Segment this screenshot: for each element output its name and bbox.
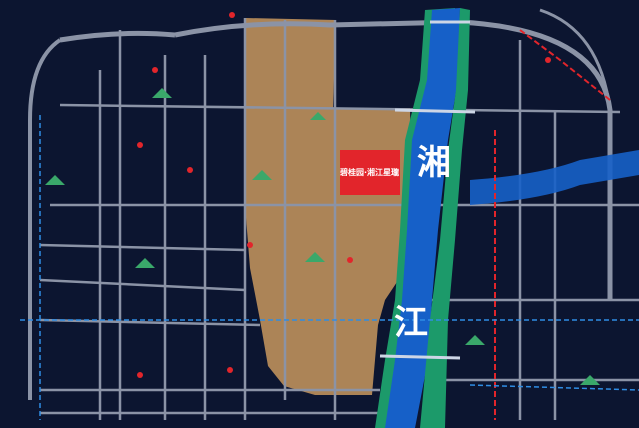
river-label-top: 湘: [417, 143, 451, 183]
metro-line-red-2: [519, 29, 611, 101]
grid-roads: [39, 18, 639, 420]
metro-line-blue-2: [469, 384, 639, 391]
ring-road-west: [59, 30, 176, 43]
park-markers: [45, 88, 600, 385]
river-body: [385, 8, 460, 428]
tributary: [470, 150, 639, 205]
district-area: [245, 18, 412, 395]
river-label-bottom: 江: [394, 303, 428, 343]
bridges: [379, 20, 476, 360]
project-label[interactable]: 碧桂园·湘江星瓏: [340, 168, 400, 177]
ring-road-north-curve: [539, 8, 612, 111]
project-block: [340, 150, 400, 195]
ring-road: [174, 19, 461, 38]
ring-road-west-curve: [28, 38, 62, 400]
poi-markers: [137, 12, 551, 378]
